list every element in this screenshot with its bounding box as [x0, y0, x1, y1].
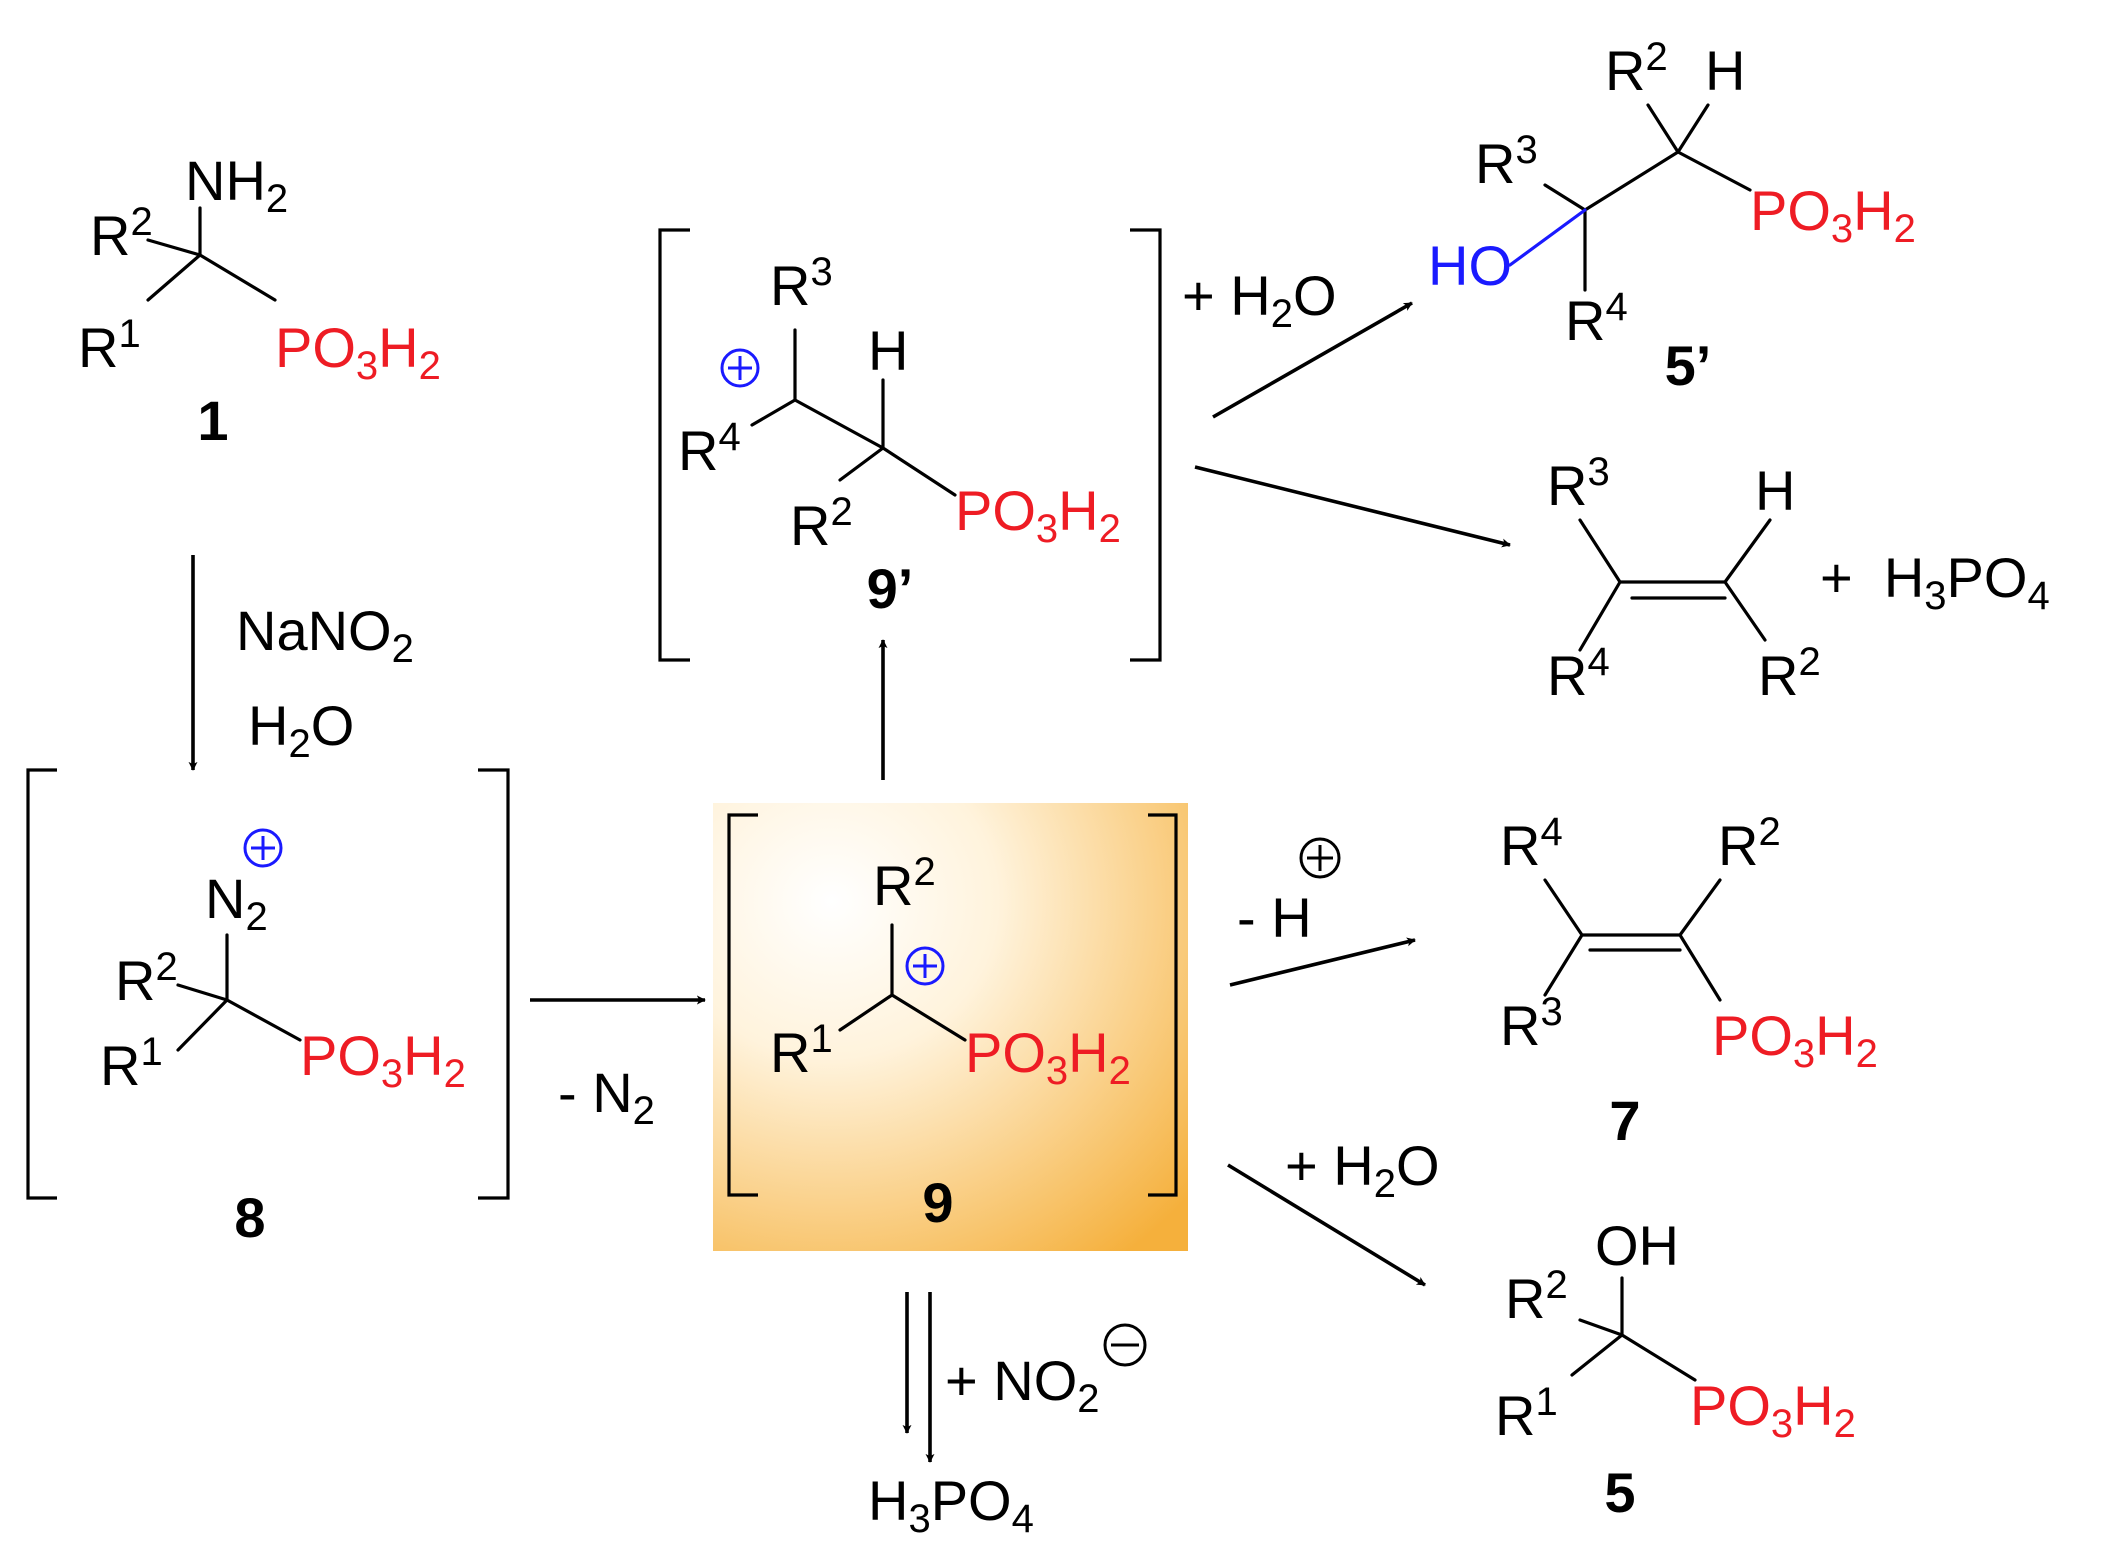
compound-number: 9’ [867, 557, 914, 620]
r2-label: R2 [1758, 640, 1821, 707]
hydrogen-label: H [868, 319, 908, 382]
r2-label: R2 [790, 490, 853, 557]
r2-label: R2 [90, 200, 153, 267]
amino-group: NH2 [185, 149, 288, 221]
left-bracket [26, 768, 57, 1200]
r4-label: R4 [1547, 640, 1610, 707]
r4-label: R4 [1500, 810, 1563, 877]
r1-label: R1 [770, 1017, 833, 1084]
water-reagent: + H2O [1182, 264, 1337, 336]
phosphoric-acid-byproduct: + H3PO4 [1820, 546, 2050, 618]
r3-label: R3 [1500, 990, 1563, 1057]
r3-label: R3 [1475, 128, 1538, 195]
phosphoric-acid-product: H3PO4 [868, 1469, 1034, 1541]
positive-charge-icon [720, 348, 760, 388]
phosphonate-group: PO3H2 [275, 316, 441, 388]
r3-label: R3 [770, 250, 833, 317]
arrow-9prime-to-alkene [1194, 465, 1511, 548]
negative-charge-icon [1103, 1323, 1147, 1367]
r2-label: R2 [1505, 1263, 1568, 1330]
r2-label: R2 [1718, 810, 1781, 877]
r4-label: R4 [1565, 285, 1628, 352]
right-bracket [478, 768, 510, 1200]
r4-label: R4 [678, 415, 741, 482]
positive-charge-icon [905, 946, 945, 986]
compound-number: 7 [1609, 1089, 1640, 1152]
left-bracket [658, 228, 690, 662]
arrow-9-to-7 [1229, 937, 1416, 987]
water-reagent: + H2O [1285, 1134, 1440, 1206]
compound-9-prime: R3 H R4 R2 PO3H2 9’ [658, 228, 1162, 662]
hydrogen-label: H [1705, 39, 1745, 102]
r1-label: R1 [78, 312, 141, 379]
r2-label: R2 [115, 945, 178, 1012]
r3-label: R3 [1547, 450, 1610, 517]
right-bracket [1148, 813, 1178, 1197]
compound-number: 9 [922, 1171, 953, 1234]
phosphonate-group: PO3H2 [1750, 179, 1916, 251]
compound-5-prime: R2 H R3 HO PO3H2 R4 5’ [1428, 35, 1916, 397]
r1-label: R1 [100, 1030, 163, 1097]
compound-8: N2 R2 R1 PO3H2 8 [26, 768, 510, 1249]
positive-charge-icon [1299, 837, 1341, 879]
compound-9: R2 R1 PO3H2 9 [713, 803, 1188, 1251]
compound-5: OH R2 R1 PO3H2 5 [1495, 1214, 1856, 1524]
compound-7: R4 R2 R3 PO3H2 7 [1500, 810, 1878, 1152]
phosphonate-group: PO3H2 [955, 479, 1121, 551]
compound-number: 5 [1604, 1461, 1635, 1524]
highlight-box [713, 803, 1188, 1251]
proton-loss-label: - H [1237, 886, 1312, 949]
right-bracket [1130, 228, 1162, 662]
compound-number: 8 [234, 1186, 265, 1249]
nitrite-reagent: NaNO2 [236, 599, 414, 671]
hydrogen-label: H [1755, 459, 1795, 522]
diazonium-group: N2 [205, 867, 268, 939]
r2-label: R2 [1605, 35, 1668, 102]
nitrogen-loss-label: - N2 [558, 1061, 655, 1133]
positive-charge-icon [243, 828, 283, 868]
hydroxyl-group: HO [1428, 234, 1512, 297]
water-reagent: H2O [248, 694, 354, 766]
nitrite-anion-label: + NO2 [945, 1349, 1100, 1421]
compound-1: NH2 R2 R1 PO3H2 1 [78, 149, 441, 452]
compound-number: 1 [197, 389, 228, 452]
left-bracket [727, 813, 758, 1197]
compound-number: 5’ [1665, 334, 1712, 397]
alkene-product: R3 H R4 R2 [1547, 450, 1821, 707]
r1-label: R1 [1495, 1380, 1558, 1447]
arrow-9prime-to-5prime [1212, 301, 1413, 419]
phosphonate-group: PO3H2 [300, 1024, 466, 1096]
arrow-9-to-5 [1227, 1163, 1426, 1287]
phosphonate-group: PO3H2 [965, 1021, 1131, 1093]
r2-label: R2 [873, 850, 936, 917]
phosphonate-group: PO3H2 [1712, 1004, 1878, 1076]
phosphonate-group: PO3H2 [1690, 1374, 1856, 1446]
hydroxyl-group: OH [1595, 1214, 1679, 1277]
